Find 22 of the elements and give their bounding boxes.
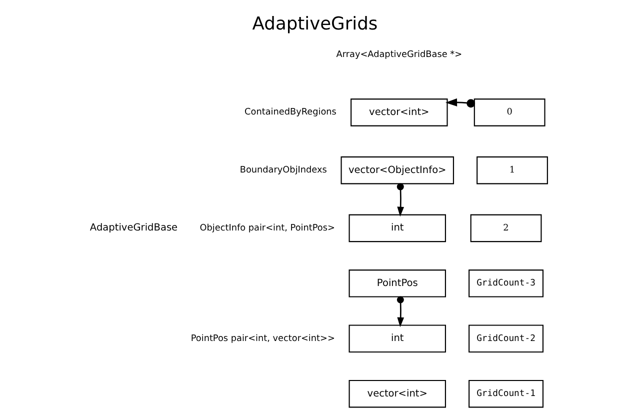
diagram-title: AdaptiveGrids [252,14,378,35]
node-label: BoundaryObjIndexs [239,166,326,176]
node-box: int [348,214,446,242]
node-box: vector<int> [350,98,448,126]
node-box: GridCount-3 [468,270,544,298]
arrow [444,98,475,108]
node-box: int [348,324,446,353]
node-box: PointPos [348,270,446,298]
label: ObjectInfo pair<int, PointPos> [199,223,334,234]
node-box: GridCount-2 [468,324,544,353]
node-label: ContainedByRegions [244,108,336,118]
label: PointPos pair<int, vector<int>> [190,334,334,344]
node-box: 0 [473,98,545,126]
node-box: vector<ObjectInfo> [340,156,454,184]
node-box: vector<int> [348,380,446,408]
label: AdaptiveGridBase [89,222,178,234]
arrow [396,296,404,328]
arrow [396,183,404,217]
node-box: 2 [470,214,542,242]
node-box: GridCount-1 [468,380,544,408]
node-box: 1 [476,156,548,184]
label: Array<AdaptiveGridBase *> [336,50,462,60]
